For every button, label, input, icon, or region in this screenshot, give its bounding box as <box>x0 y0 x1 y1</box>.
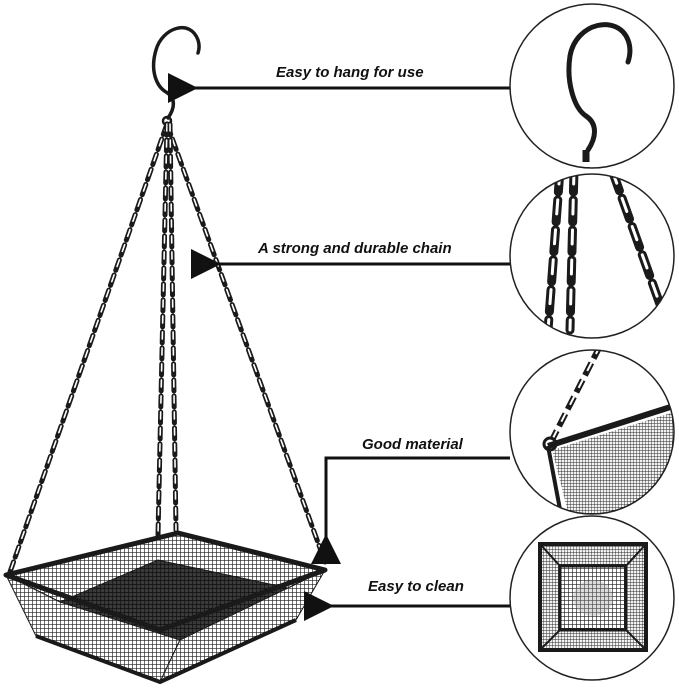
arrow-material <box>311 456 510 564</box>
callout-arrows <box>168 73 510 621</box>
chains <box>7 121 328 645</box>
mesh-tray <box>3 530 328 684</box>
callout-label-material: Good material <box>362 436 463 453</box>
callout-label-clean: Easy to clean <box>368 578 464 595</box>
s-hook <box>151 26 201 120</box>
mesh-corner-icon <box>509 349 675 515</box>
callout-label-hang: Easy to hang for use <box>276 64 424 81</box>
callout-label-chain: A strong and durable chain <box>258 240 452 257</box>
hanging-feeder <box>3 26 328 684</box>
chain-icon <box>509 173 675 339</box>
s-hook-icon <box>509 3 675 169</box>
tray-top-view-icon <box>509 515 675 681</box>
